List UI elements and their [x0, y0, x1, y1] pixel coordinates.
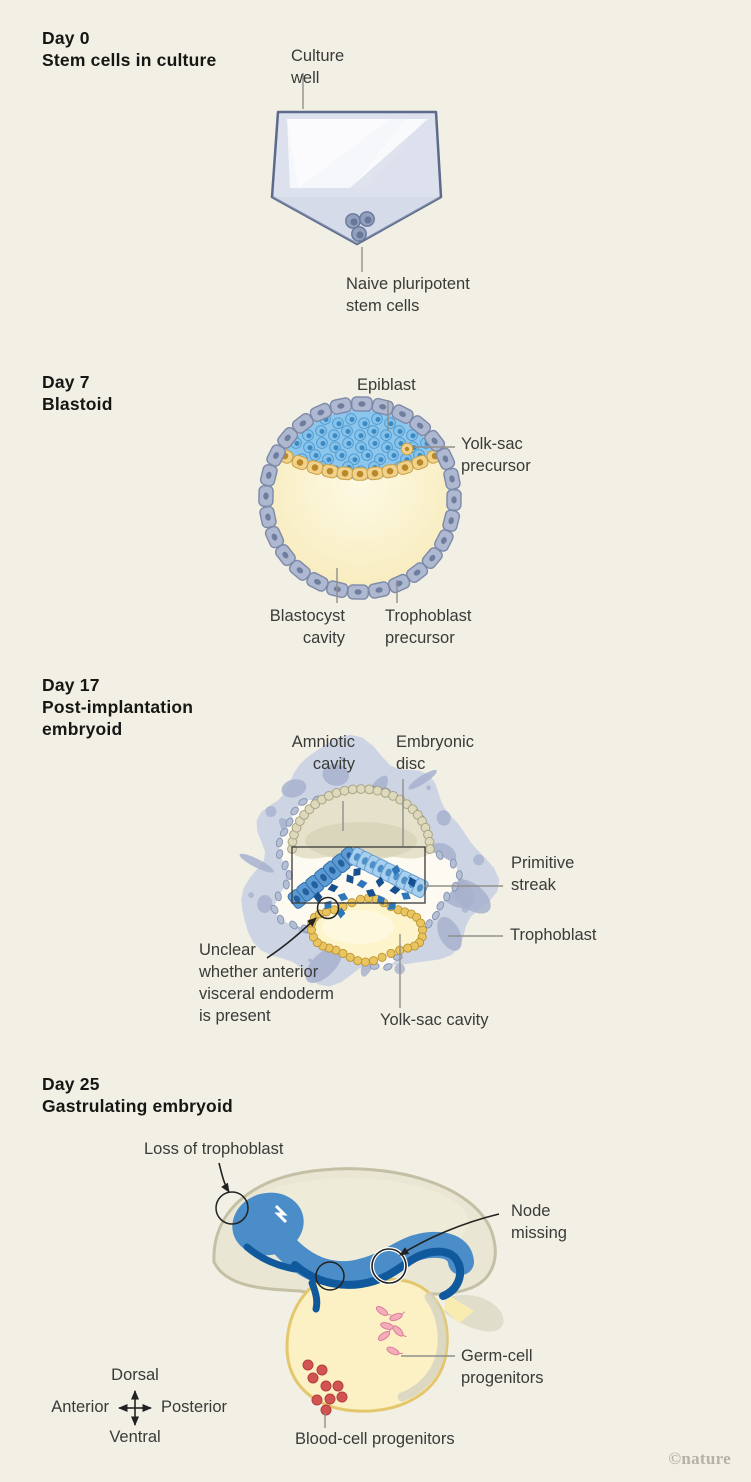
label-trophoblast-precursor: Trophoblast precursor	[385, 607, 472, 647]
label-axis-posterior: Posterior	[161, 1398, 228, 1416]
label-axis-dorsal: Dorsal	[111, 1366, 159, 1384]
label-blood-cell-progenitors: Blood-cell progenitors	[295, 1430, 455, 1448]
label-naive-pluripotent-stem-cells: Naive pluripotent stem cells	[346, 275, 470, 315]
panel-title-day17: Day 17 Post-implantation embryoid	[42, 675, 194, 740]
label-node-missing: Node missing	[511, 1202, 567, 1242]
label-amniotic-cavity: Amniotic cavity	[291, 733, 355, 773]
nature-credit: ©nature	[668, 1449, 731, 1468]
label-embryonic-disc: Embryonic disc	[396, 733, 474, 773]
label-yolk-sac-precursor: Yolk-sac precursor	[461, 435, 531, 475]
label-yolk-sac-cavity: Yolk-sac cavity	[380, 1011, 489, 1029]
panel-title-day0: Day 0 Stem cells in culture	[42, 28, 217, 71]
label-epiblast: Epiblast	[357, 376, 416, 394]
label-primitive-streak: Primitive streak	[511, 854, 575, 894]
label-unclear-anterior-visceral-endoderm: Unclear whether anterior visceral endode…	[199, 941, 334, 1025]
label-axis-anterior: Anterior	[51, 1398, 109, 1416]
label-culture-well: Culture well	[291, 47, 345, 87]
panel-title-day25: Day 25 Gastrulating embryoid	[42, 1074, 233, 1117]
label-germ-cell-progenitors: Germ-cell progenitors	[461, 1347, 544, 1387]
label-loss-of-trophoblast: Loss of trophoblast	[144, 1140, 284, 1158]
label-blastocyst-cavity: Blastocyst cavity	[269, 607, 345, 647]
label-trophoblast: Trophoblast	[510, 926, 597, 944]
panel-title-day7: Day 7 Blastoid	[42, 372, 113, 415]
label-axis-ventral: Ventral	[109, 1428, 161, 1446]
